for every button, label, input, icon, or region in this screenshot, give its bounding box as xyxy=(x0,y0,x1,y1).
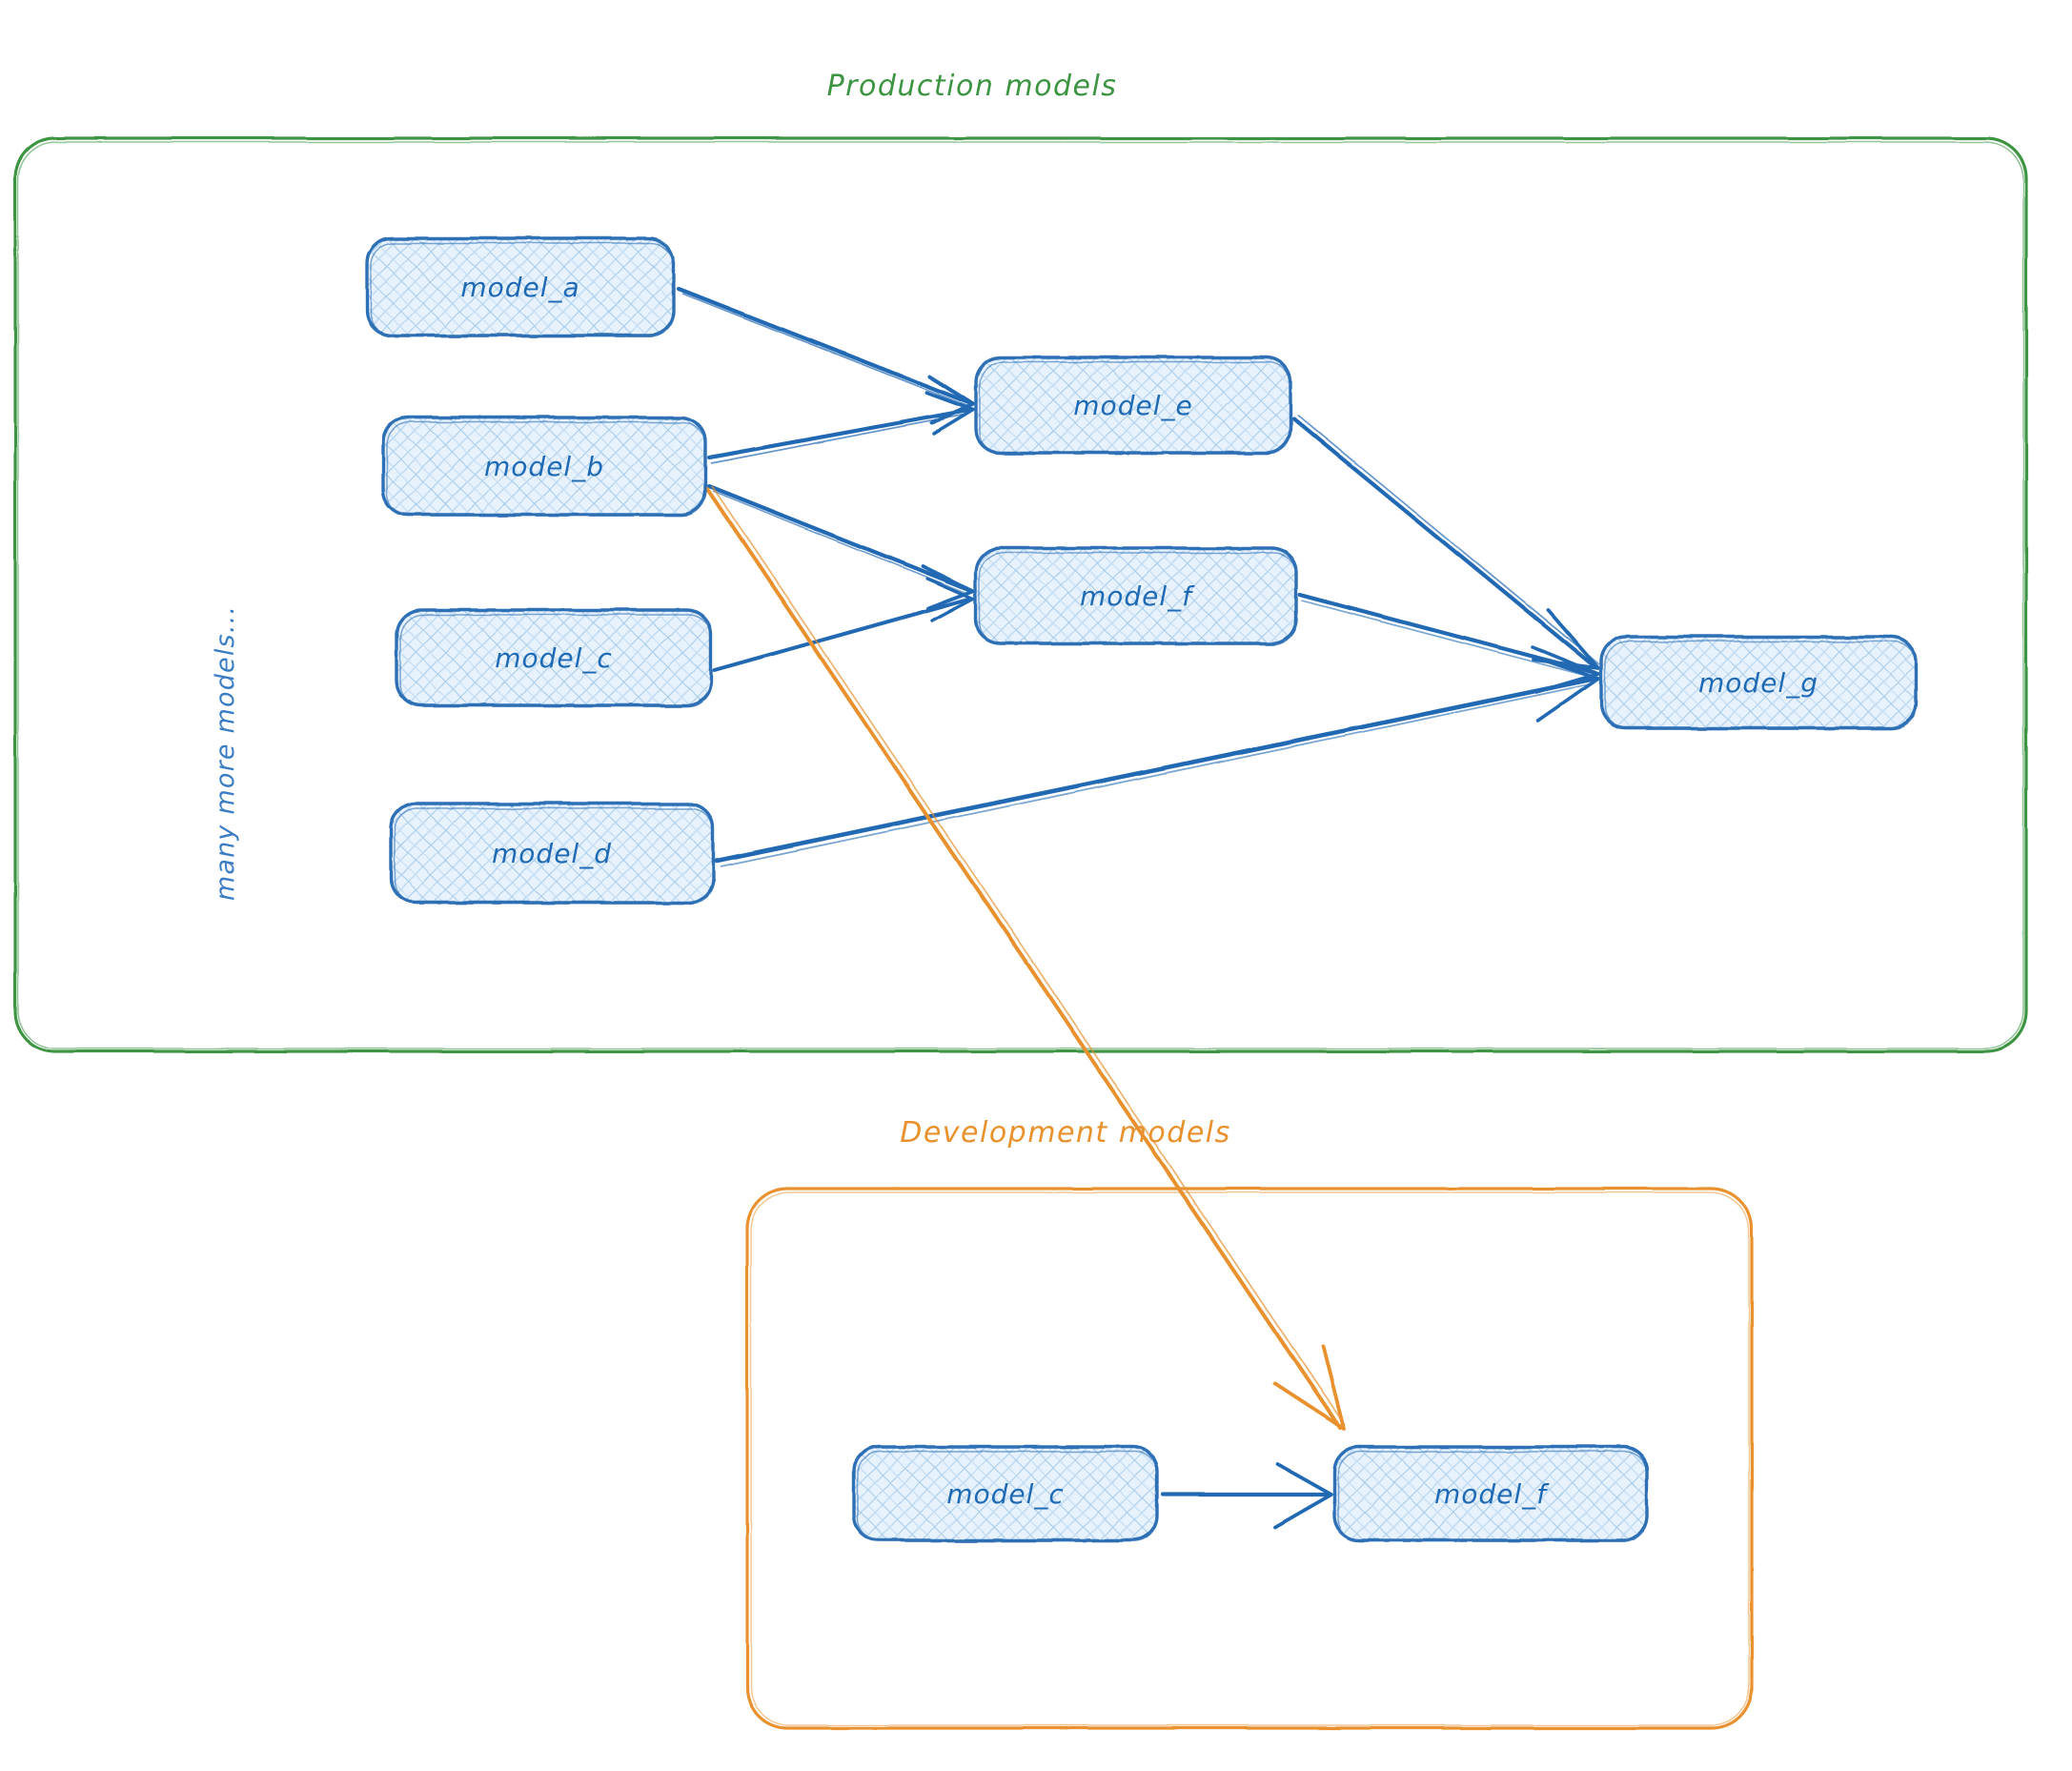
edge-c-to-f xyxy=(713,577,975,672)
group-development-border xyxy=(745,1187,1754,1730)
node-label-prod-model-c: model_c xyxy=(495,642,613,674)
node-label-dev-model-f: model_f xyxy=(1434,1478,1550,1510)
node-label-prod-model-g: model_g xyxy=(1698,667,1818,699)
side-note-many-more-models: many more models... xyxy=(211,605,240,901)
group-production-title: Production models xyxy=(827,70,1118,103)
edge-prodb-to-devf-cross-env xyxy=(705,485,1346,1431)
node-prod-model-c[interactable]: model_c xyxy=(395,608,713,707)
edge-d-to-g xyxy=(714,656,1600,867)
edge-devc-to-devf xyxy=(1160,1462,1333,1529)
node-prod-model-b[interactable]: model_b xyxy=(381,416,707,517)
node-dev-model-f[interactable]: model_f xyxy=(1332,1445,1649,1542)
node-prod-model-e[interactable]: model_e xyxy=(974,356,1292,455)
node-prod-model-a[interactable]: model_a xyxy=(365,236,676,337)
group-production-border xyxy=(13,136,2028,1053)
node-label-prod-model-e: model_e xyxy=(1073,390,1192,421)
group-development-border-second-stroke xyxy=(750,1191,1750,1726)
group-development-title: Development models xyxy=(900,1116,1231,1150)
node-prod-model-f[interactable]: model_f xyxy=(974,546,1298,645)
node-dev-model-c[interactable]: model_c xyxy=(852,1445,1159,1542)
edge-e-to-g xyxy=(1291,415,1600,670)
node-prod-model-d[interactable]: model_d xyxy=(389,802,715,905)
group-production[interactable]: Production models xyxy=(13,70,2028,1053)
edge-f-to-g xyxy=(1297,592,1600,694)
node-label-prod-model-b: model_b xyxy=(484,451,604,482)
node-label-prod-model-a: model_a xyxy=(460,272,579,303)
node-label-prod-model-f: model_f xyxy=(1080,580,1195,612)
edge-b-to-f xyxy=(706,483,975,610)
node-prod-model-g[interactable]: model_g xyxy=(1599,635,1918,730)
node-label-dev-model-c: model_c xyxy=(946,1478,1065,1510)
group-development[interactable]: Development models xyxy=(745,1116,1754,1730)
edges-layer xyxy=(676,286,1600,1529)
nodes-layer: model_a model_b xyxy=(365,236,1918,1542)
edge-b-to-e xyxy=(706,391,975,464)
edge-a-to-e xyxy=(676,286,975,425)
group-production-border-second-stroke xyxy=(17,141,2024,1049)
node-label-prod-model-d: model_d xyxy=(492,838,612,869)
